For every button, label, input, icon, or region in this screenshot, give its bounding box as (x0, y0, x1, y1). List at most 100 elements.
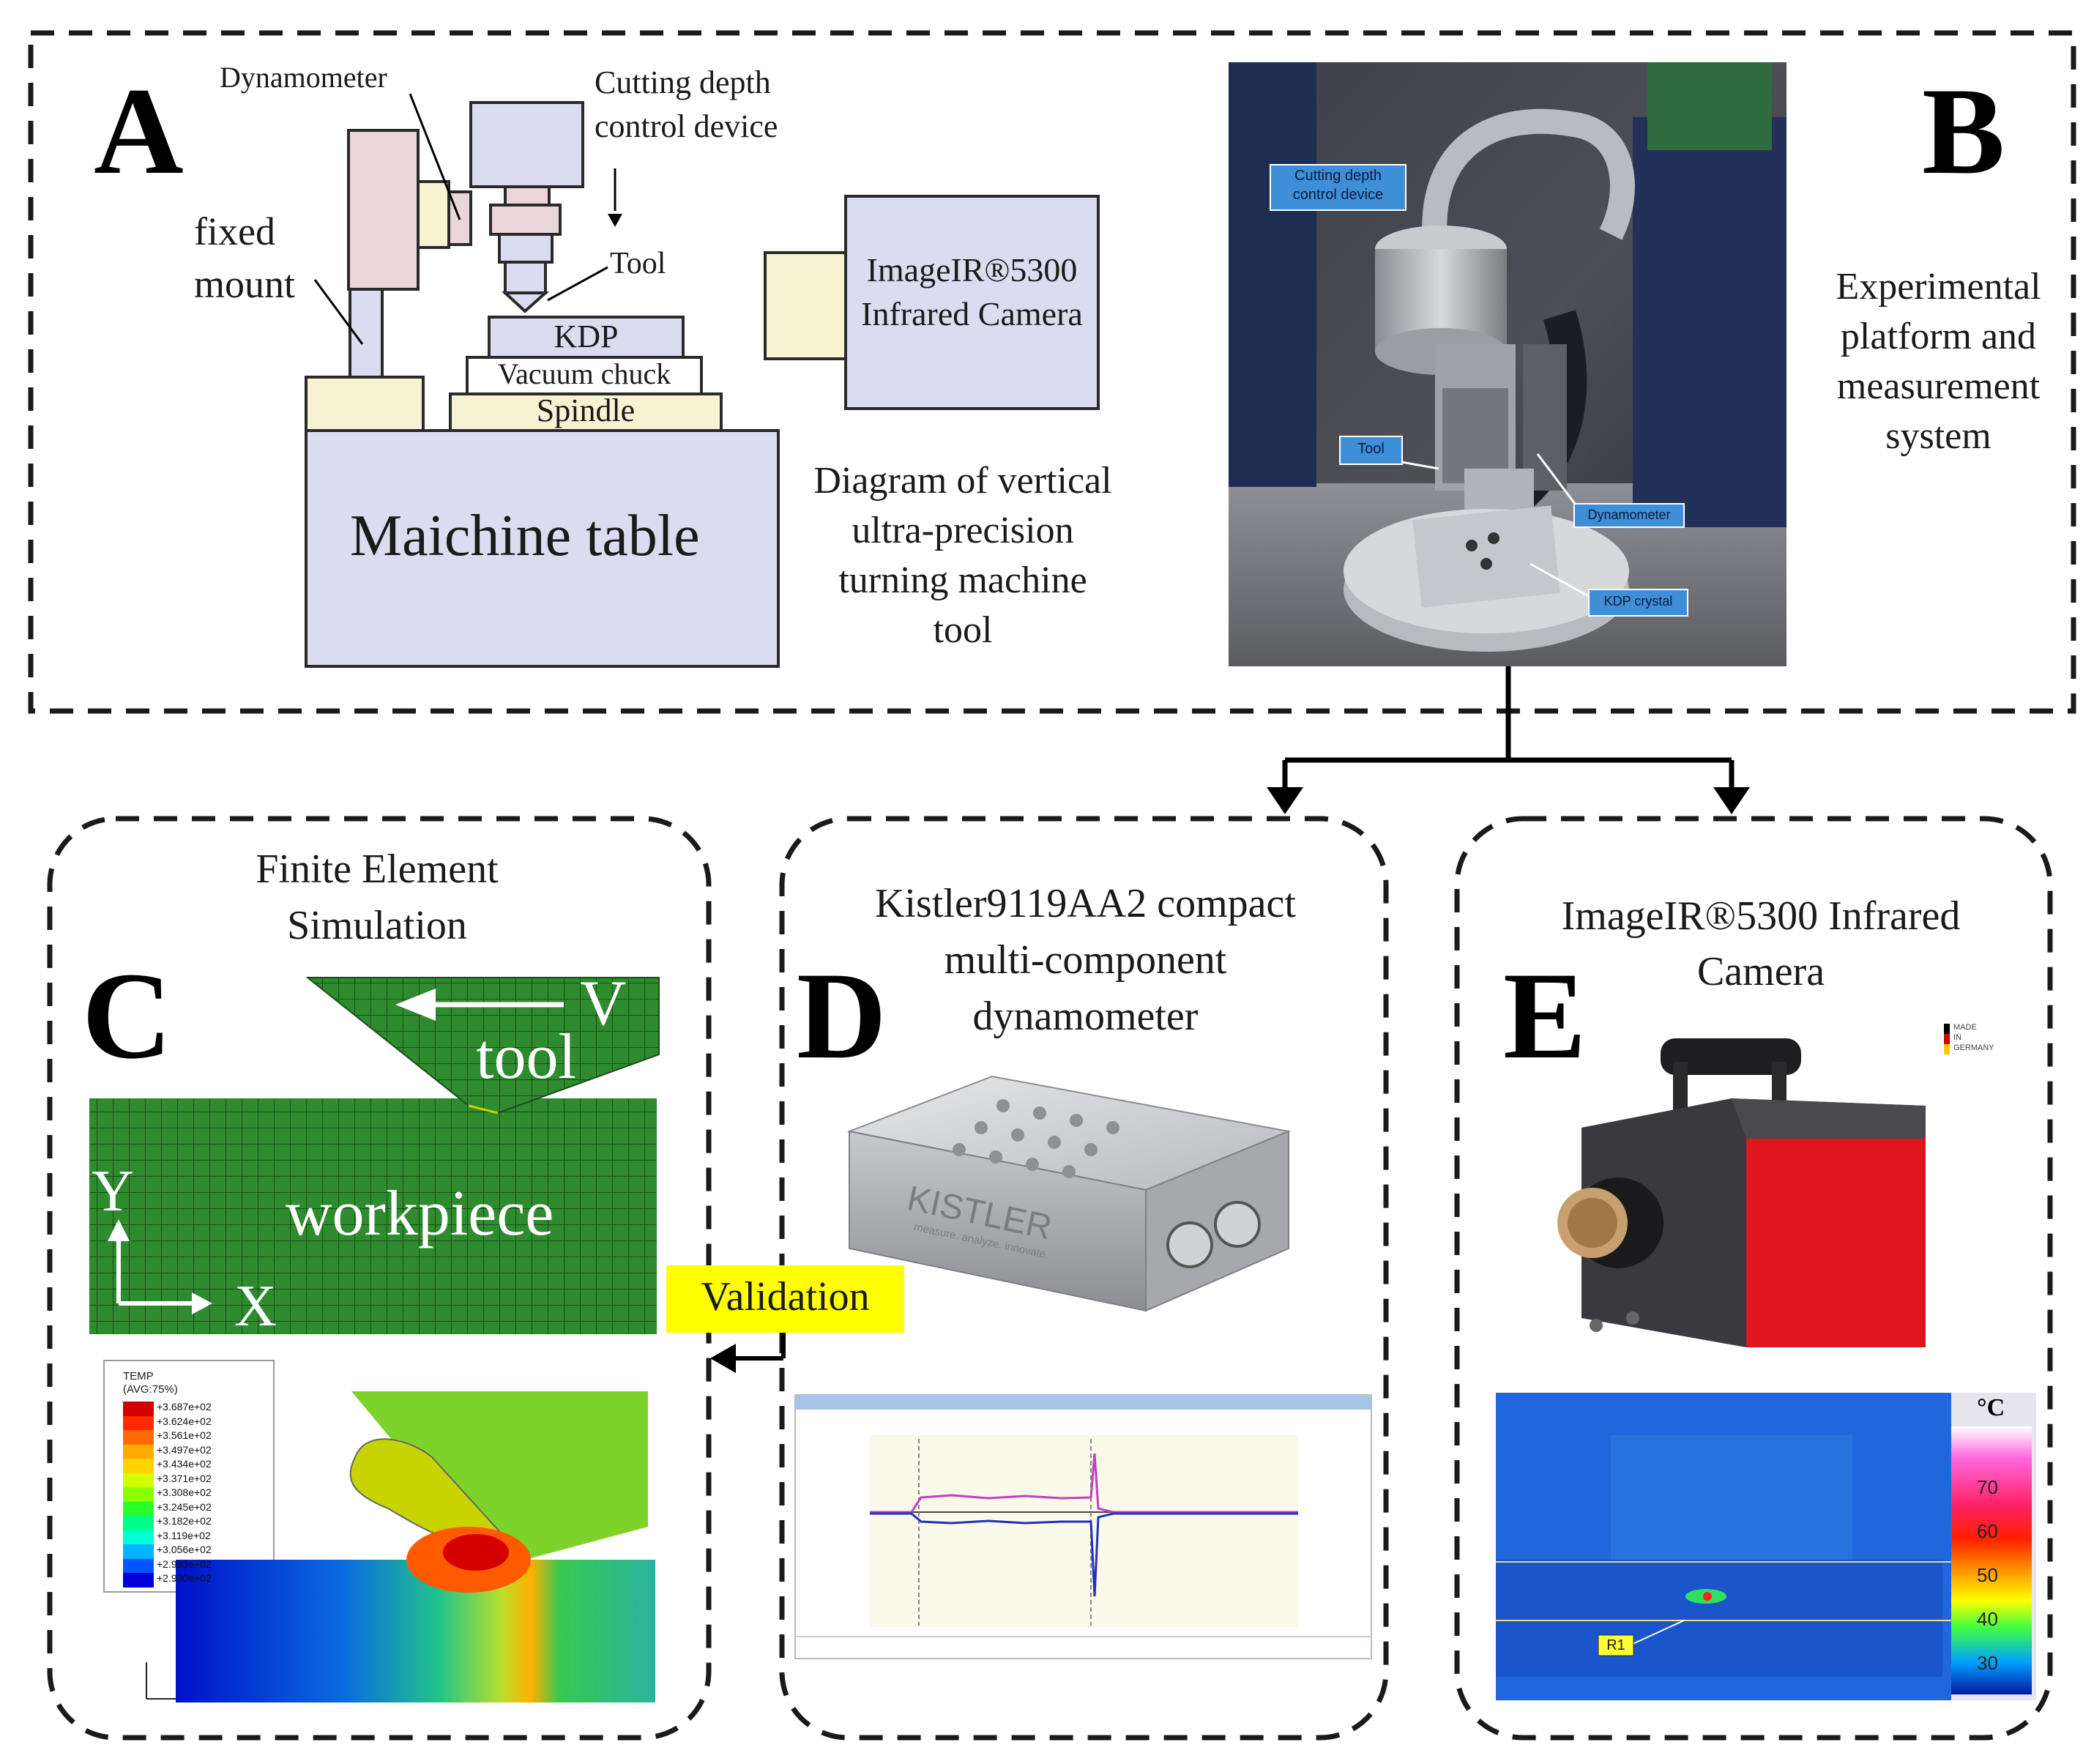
temp-legend-title-line1: TEMP (123, 1370, 154, 1382)
panel-a-leaders (313, 93, 616, 345)
force-series-fx (870, 1453, 1298, 1514)
cutting-depth-label-line1: Cutting depth (595, 64, 771, 100)
panel-d-title-line1: Kistler9119AA2 compact (875, 881, 1296, 926)
panel-e-title-line2: Camera (1696, 949, 1825, 994)
temp-legend-swatch (123, 1544, 154, 1559)
dynamometer-label: Dynamometer (220, 61, 387, 94)
tool-label: Tool (610, 247, 666, 280)
camera-red-panel (1746, 1139, 1926, 1347)
temp-legend-swatch (123, 1516, 154, 1530)
thermal-tick-70: 70 (1977, 1476, 1998, 1498)
machine-table-label: Maichine table (350, 504, 700, 568)
temp-legend-swatch (123, 1430, 154, 1445)
fe-workpiece-temp (176, 1560, 655, 1702)
force-plot-area (870, 1435, 1298, 1627)
fe-tool-label: tool (476, 1021, 576, 1093)
thermal-tick-40: 40 (1977, 1608, 1998, 1630)
made-in-line3: GERMANY (1953, 1043, 1994, 1052)
temp-legend-value: +3.056e+02 (157, 1544, 212, 1555)
panel-b-caption-line2: platform and (1840, 316, 2037, 357)
mesh-workpiece (89, 1098, 657, 1334)
force-series-fy (870, 1512, 1298, 1597)
fixed-mount-label-line1: fixed (194, 209, 275, 253)
arrow-head-to-d (1267, 787, 1303, 814)
panel-a-caption-line3: turning machine (838, 559, 1087, 601)
axis-y-label: Y (92, 1159, 134, 1224)
camera-label-line1: ImageIR®5300 (866, 251, 1078, 289)
panel-d-title-line3: dynamometer (972, 994, 1199, 1039)
panel-a-caption-line2: ultra-precision (852, 510, 1074, 551)
fixed-mount-upper (347, 129, 420, 291)
fixed-mount-label-line2: mount (194, 262, 296, 306)
velocity-label: V (580, 968, 627, 1039)
validation-box (666, 1265, 904, 1333)
temp-legend-swatch (123, 1459, 154, 1473)
panel-e-letter: E (1503, 947, 1587, 1084)
panel-b-letter: B (1922, 62, 2005, 200)
kdp-label: KDP (554, 319, 619, 354)
temp-legend-swatch (123, 1473, 154, 1487)
temp-legend-value: +3.119e+02 (157, 1529, 211, 1541)
temp-legend-value: +3.434e+02 (157, 1458, 212, 1470)
photo-label-cutting-depth-line1: Cutting depth (1294, 168, 1382, 184)
fe-workpiece-label: workpiece (286, 1178, 554, 1249)
tool-tip (501, 291, 550, 313)
panel-e-frame (1454, 816, 2053, 1741)
top-dashed-frame (28, 30, 2076, 714)
temp-legend-value: +3.245e+02 (157, 1500, 212, 1513)
temp-legend-value: +3.371e+02 (157, 1472, 212, 1484)
temp-legend-title-line2: (AVG:75%) (123, 1383, 178, 1396)
temp-legend-swatch (123, 1444, 154, 1459)
machine-table-box (305, 429, 780, 668)
dynamometer-block (417, 180, 450, 249)
temp-legend-value: +2.993e+02 (157, 1558, 212, 1570)
camera-label-line2: Infrared Camera (861, 295, 1083, 332)
thermal-colorbar (1951, 1426, 2032, 1694)
temp-legend-swatch (123, 1402, 154, 1416)
temp-legend-swatch (123, 1530, 154, 1544)
made-in-line1: MADE (1953, 1023, 1977, 1032)
camera-handle (1661, 1038, 1801, 1075)
cutting-depth-motor (469, 101, 584, 188)
panel-d-frame (779, 816, 1389, 1741)
temp-legend-value: +3.561e+02 (157, 1429, 212, 1441)
panel-a-letter: A (94, 62, 184, 200)
temp-legend-value: +3.308e+02 (157, 1486, 212, 1498)
camera-body-box (844, 195, 1100, 410)
temp-legend-value: +3.624e+02 (157, 1415, 212, 1427)
made-in-line2: IN (1953, 1033, 1961, 1042)
temp-legend-swatch (123, 1487, 154, 1502)
photo-label-kdp-crystal: KDP crystal (1603, 594, 1673, 609)
panel-a-caption-line4: tool (933, 609, 993, 651)
spindle-box (449, 392, 723, 432)
photo-label-dynamometer: Dynamometer (1587, 507, 1671, 522)
photo-label-cutting-depth-line2: control device (1292, 187, 1384, 203)
temp-legend-swatch (123, 1573, 154, 1588)
temp-legend-value: +3.182e+02 (157, 1515, 212, 1527)
panel-a-caption-line1: Diagram of vertical (813, 460, 1112, 502)
thermal-tick-50: 50 (1977, 1564, 1998, 1586)
temp-legend-swatch (123, 1558, 154, 1573)
thermal-unit: °C (1977, 1394, 2005, 1421)
photo-label-tool: Tool (1357, 441, 1385, 457)
mesh-tool (305, 977, 660, 1114)
cutting-depth-label-line2: control device (595, 108, 778, 144)
camera-lens-box (764, 251, 847, 360)
panel-c-title-line2: Simulation (287, 903, 467, 948)
thermal-tick-30: 30 (1977, 1652, 1998, 1674)
temp-legend-value: +3.687e+02 (157, 1401, 212, 1413)
panel-b-caption-line1: Experimental (1836, 266, 2041, 308)
temp-legend-swatch (123, 1415, 154, 1430)
panel-c-title-line1: Finite Element (256, 846, 499, 892)
temp-legend-value: +3.497e+02 (157, 1443, 212, 1456)
fe-tool-temp (351, 1391, 648, 1567)
kdp-box (488, 316, 685, 359)
panel-d-title-line2: multi-component (944, 937, 1227, 983)
panel-a-schematic (305, 101, 1100, 668)
axis-x-label: X (234, 1274, 277, 1339)
